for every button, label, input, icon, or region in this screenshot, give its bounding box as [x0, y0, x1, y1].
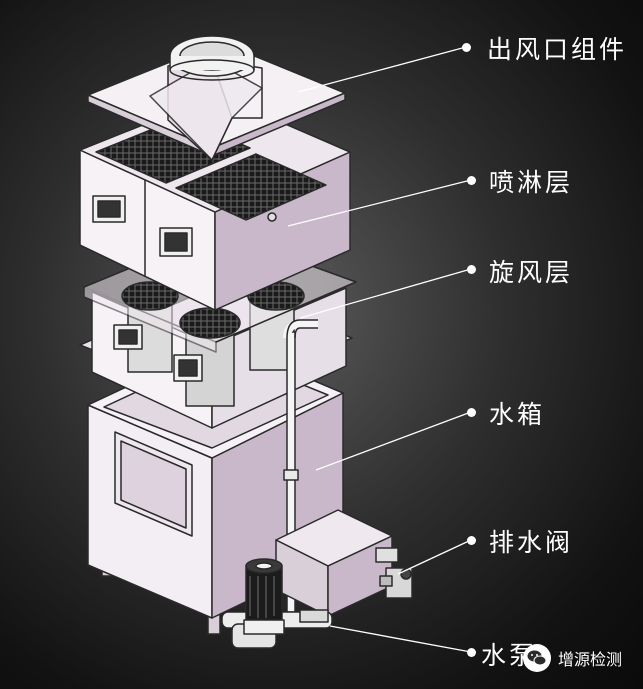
watermark: 增源检测: [522, 642, 622, 674]
leader-line-spray: [287, 179, 472, 227]
label-spray-layer: 喷淋层: [489, 168, 574, 197]
leader-dot-outlet: [462, 43, 471, 52]
label-cyclone-layer: 旋风层: [489, 258, 574, 287]
leader-dot-drain: [467, 536, 476, 545]
leader-dot-pump: [467, 648, 476, 657]
label-drain-valve: 排水阀: [489, 528, 574, 557]
watermark-text: 增源检测: [558, 650, 623, 669]
leader-line-drain: [397, 539, 472, 575]
leader-line-outlet: [297, 46, 467, 93]
leader-lines: [287, 46, 472, 653]
wechat-logo-icon: [523, 644, 551, 672]
leader-dot-tank: [467, 408, 476, 417]
leader-line-tank: [315, 411, 472, 471]
label-outlet-assembly: 出风口组件: [487, 35, 628, 64]
leader-line-cyclone: [299, 268, 472, 319]
leader-dot-spray: [467, 176, 476, 185]
outlet-assembly: [87, 35, 346, 161]
label-water-tank: 水箱: [489, 400, 546, 429]
leader-line-pump: [329, 625, 472, 653]
leader-dot-cyclone: [467, 265, 476, 274]
pump-assembly: [221, 319, 413, 649]
